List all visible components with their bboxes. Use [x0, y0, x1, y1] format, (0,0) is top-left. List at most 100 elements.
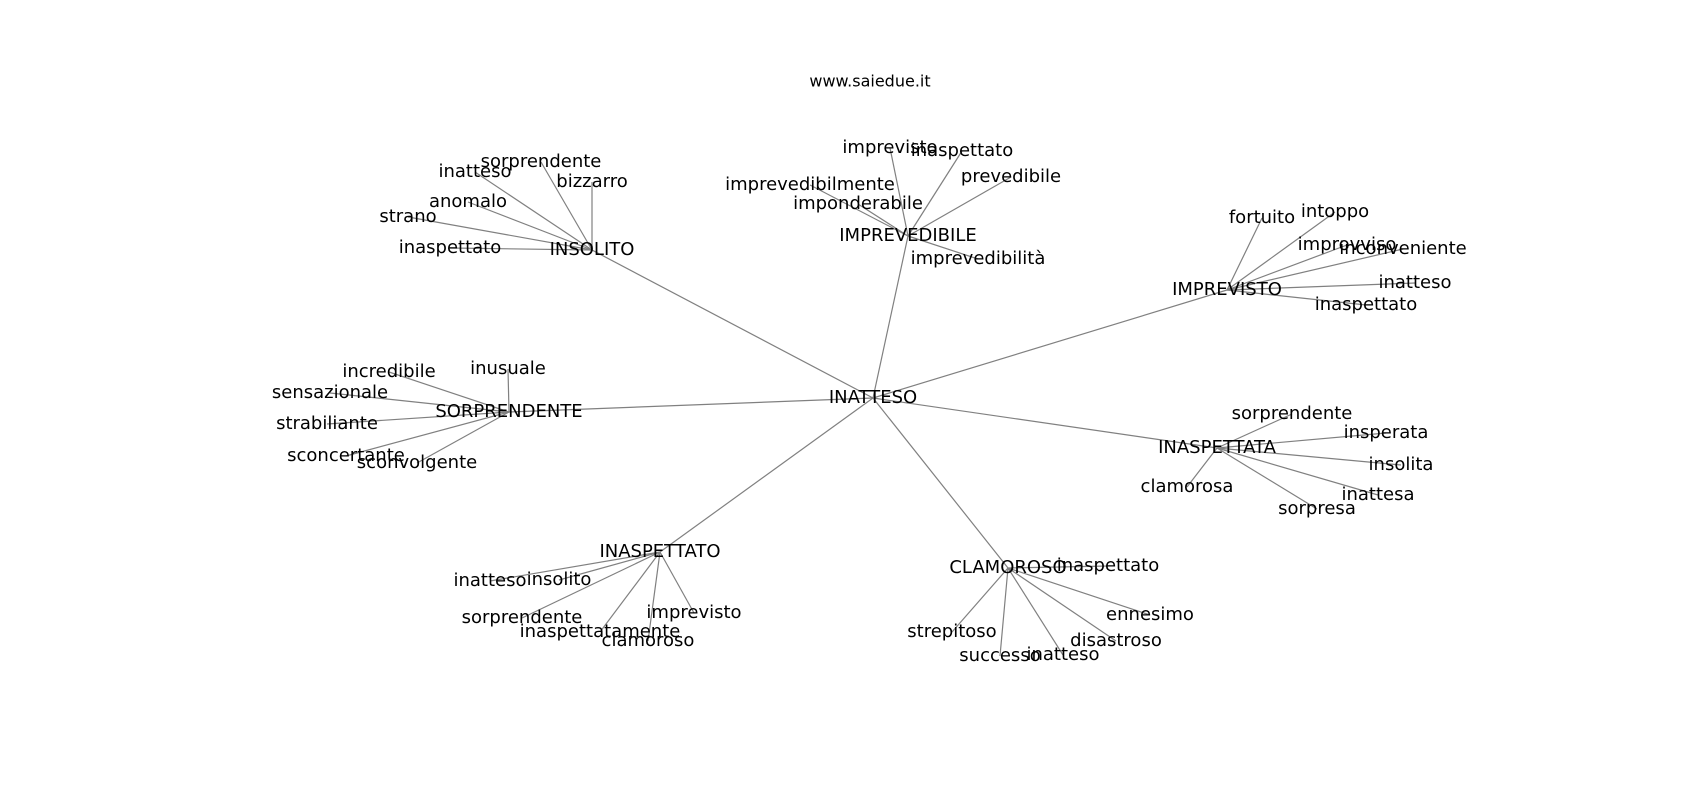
child-node-label: inaspettato	[399, 237, 502, 258]
edge-hub-child	[907, 150, 963, 237]
child-node-label: inatteso	[453, 570, 526, 591]
edge-hub-child	[449, 247, 593, 251]
child-node-label: inatteso	[438, 161, 511, 182]
child-node-label: ennesimo	[1106, 604, 1194, 625]
child-node-label: inatteso	[1378, 272, 1451, 293]
edge-hub-child	[467, 201, 593, 251]
child-node-label: inaspettato	[1057, 555, 1160, 576]
edge-hub-child	[889, 147, 909, 237]
edge-hub-child	[558, 551, 661, 581]
edge-hub-child	[407, 216, 593, 251]
edge-root-hub	[872, 397, 1009, 569]
child-node-label: fortuito	[1229, 207, 1295, 228]
edge-hub-child	[474, 171, 593, 251]
child-node-label: inatteso	[1026, 644, 1099, 665]
child-node-label: imprevisto	[646, 602, 741, 623]
child-node-label: improvviso	[1298, 234, 1397, 255]
edge-hub-child	[326, 411, 510, 425]
edge-hub-child	[1186, 447, 1218, 488]
edge-hub-child	[999, 567, 1009, 657]
edge-hub-child	[1226, 289, 1367, 306]
child-node-label: sorprendente	[481, 151, 602, 172]
child-node-label: strepitoso	[907, 621, 996, 642]
hub-node-label: IMPREVEDIBILE	[839, 225, 977, 246]
edge-hub-child	[907, 176, 1012, 237]
edge-hub-child	[1007, 567, 1064, 656]
child-node-label: sorpresa	[1278, 498, 1356, 519]
child-node-label: clamoroso	[602, 630, 695, 651]
child-node-label: sconcertante	[287, 445, 405, 466]
child-node-label: inconveniente	[1339, 238, 1466, 259]
hub-node-label: INASPETTATO	[599, 541, 720, 562]
edge-hub-child	[329, 392, 510, 413]
edge-hub-child	[540, 161, 593, 251]
edge-root-hub	[872, 289, 1228, 399]
edge-hub-child	[907, 235, 979, 260]
edge-hub-child	[809, 184, 909, 237]
child-node-label: sensazionale	[272, 382, 388, 403]
child-node-label: imprevedibilmente	[725, 174, 895, 195]
edge-hub-child	[1226, 244, 1348, 291]
child-node-label: sconvolgente	[357, 452, 477, 473]
page-title: www.saiedue.it	[809, 72, 930, 91]
child-node-label: inaspettatamente	[520, 621, 681, 642]
child-node-label: inusuale	[470, 358, 546, 379]
child-node-label: imponderabile	[793, 193, 923, 214]
child-node-label: inaspettato	[911, 140, 1014, 161]
child-node-label: inattesa	[1341, 484, 1414, 505]
child-node-label: inaspettato	[1315, 294, 1418, 315]
child-node-label: strano	[379, 206, 436, 227]
edge-hub-child	[1216, 447, 1379, 496]
edge-hub-child	[659, 551, 695, 614]
edge-hub-child	[951, 567, 1009, 633]
hub-node-label: IMPREVISTO	[1172, 279, 1282, 300]
edge-root-hub	[872, 397, 1218, 449]
edge-hub-child	[521, 551, 661, 619]
edge-hub-child	[1216, 447, 1318, 510]
child-node-label: intoppo	[1301, 201, 1369, 222]
child-node-label: sorprendente	[1232, 403, 1353, 424]
child-node-label: clamorosa	[1141, 476, 1234, 497]
edge-hub-child	[388, 371, 510, 413]
edge-hub-child	[345, 411, 510, 457]
edge-hub-child	[599, 551, 661, 633]
edges-layer	[326, 147, 1416, 657]
child-node-label: sorprendente	[462, 607, 583, 628]
edge-root-hub	[872, 235, 909, 399]
child-node-label: bizzarro	[556, 171, 627, 192]
edge-hub-child	[1216, 413, 1293, 449]
edge-hub-child	[1226, 248, 1404, 291]
child-node-label: imprevedibilità	[911, 248, 1046, 269]
edge-hub-child	[647, 551, 661, 642]
edge-hub-child	[1226, 282, 1416, 291]
edge-hub-child	[489, 551, 661, 582]
child-node-label: disastroso	[1070, 630, 1162, 651]
edge-hub-child	[1226, 211, 1336, 291]
edge-hub-child	[1216, 447, 1402, 466]
edge-hub-child	[1226, 217, 1263, 291]
hub-node-label: INASPETTATA	[1158, 437, 1277, 458]
edge-hub-child	[1007, 565, 1109, 569]
hub-node-label: SORPRENDENTE	[435, 401, 582, 422]
edge-root-hub	[508, 397, 874, 413]
edge-hub-child	[507, 368, 510, 413]
edge-root-hub	[659, 397, 874, 553]
child-node-label: strabiliante	[276, 413, 378, 434]
hub-node-label: CLAMOROSO	[949, 557, 1066, 578]
edge-root-hub	[591, 249, 874, 399]
root-node-label: INATTESO	[829, 387, 917, 408]
edge-hub-child	[1216, 432, 1387, 449]
edge-hub-child	[857, 203, 909, 237]
child-node-label: anomalo	[429, 191, 507, 212]
child-node-label: insperata	[1344, 422, 1429, 443]
child-node-label: insolita	[1369, 454, 1434, 475]
edge-hub-child	[416, 411, 510, 464]
child-node-label: insolito	[527, 569, 592, 590]
child-node-label: imprevisto	[842, 137, 937, 158]
child-node-label: prevedibile	[961, 166, 1061, 187]
edge-hub-child	[1007, 567, 1117, 642]
child-node-label: successo	[959, 645, 1040, 666]
edge-hub-child	[1007, 567, 1151, 616]
